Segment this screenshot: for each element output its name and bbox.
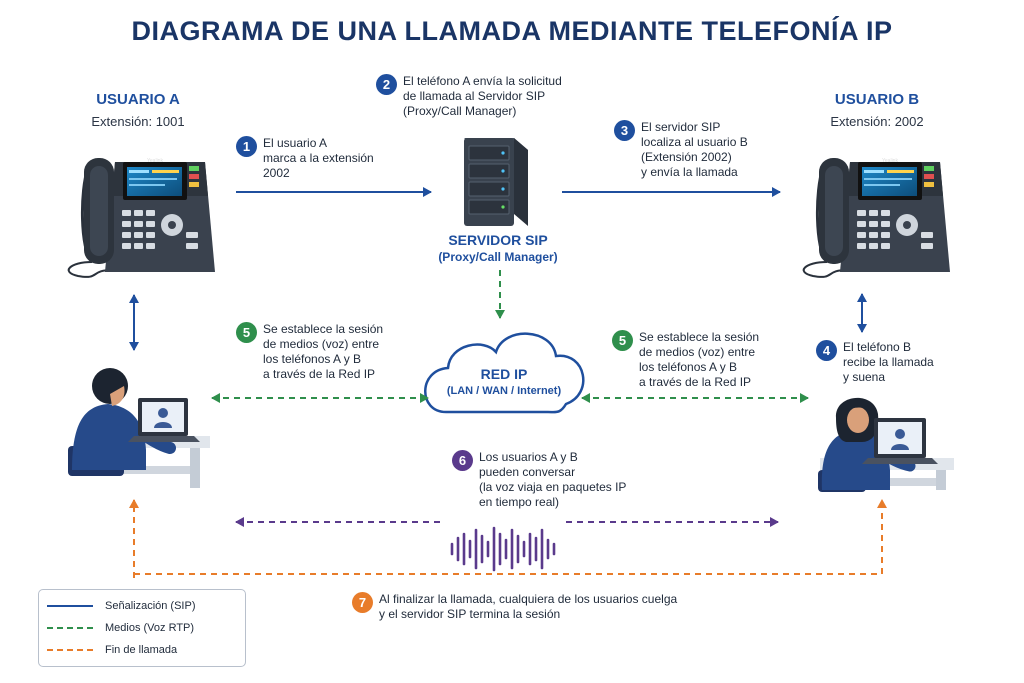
legend-swatch-media [47, 627, 93, 629]
end-call-arrow-to-b [134, 499, 887, 575]
step-3-badge: 3 [614, 120, 635, 141]
user-a-person-icon [68, 368, 210, 488]
legend-label-end-call: Fin de llamada [105, 644, 178, 656]
step-3-text: El servidor SIP localiza al usuario B (E… [641, 120, 748, 179]
legend-label-signaling: Señalización (SIP) [105, 600, 196, 612]
user-a-name: USUARIO A [96, 91, 180, 108]
step-7-text: Al finalizar la llamada, cualquiera de l… [379, 592, 678, 621]
user-b-name: USUARIO B [834, 91, 920, 108]
legend-swatch-end-call [47, 649, 93, 651]
step-5-right-badge: 5 [612, 330, 633, 351]
legend-swatch-signaling [47, 605, 93, 607]
legend-label-media: Medios (Voz RTP) [105, 622, 195, 634]
legend-item-end-call: Fin de llamada [39, 639, 245, 661]
phone-b-brand: Yealink [882, 158, 898, 164]
diagram-title: DIAGRAMA DE UNA LLAMADA MEDIANTE TELEFON… [131, 16, 893, 46]
user-b-person-icon [818, 397, 954, 492]
step-4-badge: 4 [816, 340, 837, 361]
step-4: 4 El teléfono B recibe la llamada y suen… [816, 340, 956, 385]
step-5-right-text: Se establece la sesión de medios (voz) e… [639, 330, 760, 389]
legend-item-signaling: Señalización (SIP) [39, 595, 245, 617]
sip-server-title: SERVIDOR SIP [448, 232, 548, 248]
step-5-right: 5 Se establece la sesión de medios (voz)… [612, 330, 787, 390]
step-5-left: 5 Se establece la sesión de medios (voz)… [236, 322, 411, 382]
phone-a-icon: Yealink [67, 158, 215, 278]
sound-wave-icon [450, 526, 556, 572]
user-a-label: USUARIO A Extensión: 1001 [78, 91, 198, 129]
sip-server-label: SERVIDOR SIP (Proxy/Call Manager) [408, 232, 588, 264]
step-2-text: El teléfono A envía la solicitud de llam… [403, 74, 562, 118]
ip-network-cloud [424, 332, 585, 414]
step-1-badge: 1 [236, 136, 257, 157]
phone-a-brand: Yealink [147, 158, 163, 164]
user-a-extension: Extensión: 1001 [91, 114, 185, 129]
step-3: 3 El servidor SIP localiza al usuario B … [614, 120, 794, 180]
step-1-text: El usuario A marca a la extensión 2002 [263, 136, 374, 180]
step-7: 7 Al finalizar la llamada, cualquiera de… [352, 592, 712, 622]
step-7-badge: 7 [352, 592, 373, 613]
phone-b-icon: Yealink [802, 158, 950, 278]
user-b-extension: Extensión: 2002 [830, 114, 924, 129]
step-4-text: El teléfono B recibe la llamada y suena [843, 340, 934, 384]
step-6-text: Los usuarios A y B pueden conversar (la … [479, 450, 627, 509]
legend: Señalización (SIP) Medios (Voz RTP) Fin … [38, 589, 246, 667]
ip-network-title: RED IP [480, 366, 528, 382]
step-6-badge: 6 [452, 450, 473, 471]
user-b-label: USUARIO B Extensión: 2002 [812, 91, 942, 129]
sip-server-subtitle: (Proxy/Call Manager) [438, 250, 558, 264]
step-1: 1 El usuario A marca a la extensión 2002 [236, 136, 406, 181]
step-6: 6 Los usuarios A y B pueden conversar (l… [452, 450, 652, 510]
sip-server-icon [464, 138, 528, 226]
step-2: 2 El teléfono A envía la solicitud de ll… [376, 74, 606, 119]
step-2-badge: 2 [376, 74, 397, 95]
ip-network-subtitle: (LAN / WAN / Internet) [446, 385, 562, 397]
step-5-left-badge: 5 [236, 322, 257, 343]
legend-item-media: Medios (Voz RTP) [39, 617, 245, 639]
step-5-left-text: Se establece la sesión de medios (voz) e… [263, 322, 384, 381]
ip-network-label: RED IP (LAN / WAN / Internet) [434, 366, 574, 397]
